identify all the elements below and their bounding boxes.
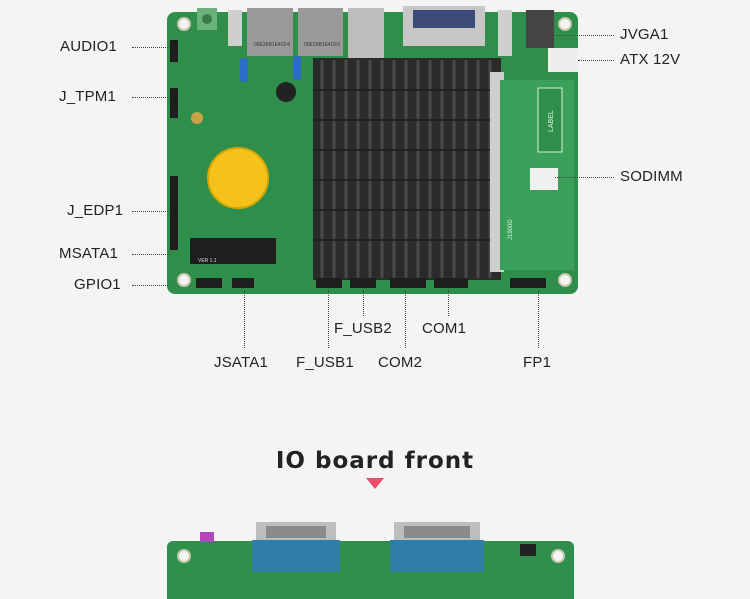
label-f-usb1: F_USB1 bbox=[296, 354, 354, 371]
label-gpio1: GPIO1 bbox=[74, 276, 121, 293]
buzzer bbox=[276, 82, 296, 102]
msata-card: VER 1.1 bbox=[190, 238, 276, 264]
mounting-holes bbox=[177, 17, 572, 287]
io-board bbox=[167, 522, 574, 599]
label-audio1: AUDIO1 bbox=[60, 38, 118, 55]
svg-text:00E26B1E4CF0: 00E26B1E4CF0 bbox=[304, 42, 340, 48]
svg-text:00E26B1E4CF6: 00E26B1E4CF6 bbox=[254, 42, 290, 48]
label-j-edp1: J_EDP1 bbox=[67, 202, 124, 219]
label-fp1: FP1 bbox=[523, 354, 552, 371]
label-msata1: MSATA1 bbox=[59, 245, 118, 262]
heatsink bbox=[313, 58, 501, 280]
svg-text:VER 1.1: VER 1.1 bbox=[198, 258, 217, 264]
section-title: IO board front bbox=[275, 448, 475, 474]
pin-headers bbox=[170, 40, 546, 288]
label-com1: COM1 bbox=[422, 320, 467, 337]
label-jsata1: JSATA1 bbox=[214, 354, 268, 371]
label-sodimm: SODIMM bbox=[620, 168, 683, 185]
screw bbox=[191, 112, 203, 124]
label-com2: COM2 bbox=[378, 354, 423, 371]
cmos-battery bbox=[207, 147, 269, 209]
svg-text:J1900D: J1900D bbox=[508, 219, 514, 240]
label-j-tpm1: J_TPM1 bbox=[59, 88, 117, 105]
sodimm-slot: LABEL J1900D bbox=[490, 72, 574, 272]
label-f-usb2: F_USB2 bbox=[334, 320, 392, 337]
rear-io-connectors: 00E26B1E4CF6 00E26B1E4CF0 bbox=[197, 6, 578, 82]
svg-text:LABEL: LABEL bbox=[548, 110, 555, 132]
label-jvga1: JVGA1 bbox=[620, 26, 669, 43]
down-arrow-icon bbox=[366, 478, 384, 489]
label-atx12v: ATX 12V bbox=[620, 51, 681, 68]
